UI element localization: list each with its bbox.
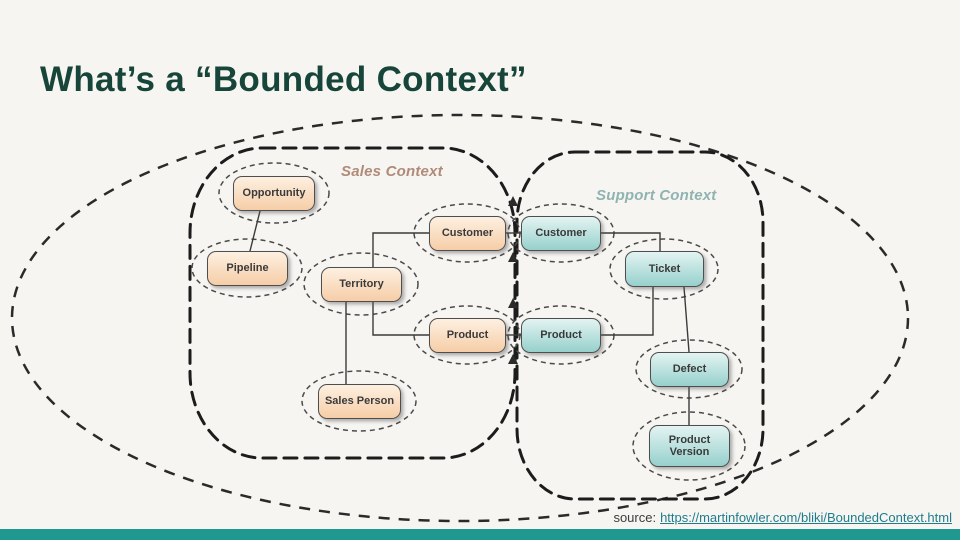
support-context-label: Support Context bbox=[596, 187, 717, 204]
bridge-arrow-icon bbox=[508, 354, 518, 364]
line-ticket-defect bbox=[683, 286, 690, 353]
bridge-arrow-icon bbox=[508, 298, 518, 308]
bridge-arrow-icon bbox=[508, 196, 518, 206]
line-customer-ticket bbox=[601, 232, 661, 251]
ticket-ellipse bbox=[609, 238, 719, 300]
sales-person-ellipse bbox=[301, 370, 417, 432]
context-bridge-arrows bbox=[508, 196, 518, 364]
source-link[interactable]: https://martinfowler.com/bliki/BoundedCo… bbox=[660, 510, 952, 525]
pipeline-ellipse bbox=[191, 238, 303, 298]
entity-opportunity: Opportunity bbox=[233, 176, 315, 211]
line-territory-product bbox=[372, 302, 429, 336]
source-label: source: bbox=[613, 510, 657, 525]
line-ticket-product bbox=[601, 287, 654, 336]
line-opportunity-pipeline bbox=[249, 210, 261, 252]
entity-product-version: Product Version bbox=[649, 425, 730, 467]
opportunity-ellipse bbox=[218, 162, 330, 224]
entity-customer-sales: Customer bbox=[429, 216, 506, 251]
line-territory-customer bbox=[372, 232, 429, 267]
slide-title: What’s a “Bounded Context” bbox=[40, 60, 527, 99]
entity-defect: Defect bbox=[650, 352, 729, 387]
outer-system-boundary-ellipse bbox=[10, 113, 910, 523]
relationship-lines bbox=[249, 210, 690, 425]
entity-territory: Territory bbox=[321, 267, 402, 302]
entity-product-sales: Product bbox=[429, 318, 506, 353]
entity-pipeline: Pipeline bbox=[207, 251, 288, 286]
sales-context-label: Sales Context bbox=[341, 163, 443, 180]
bridge-arrow-icon bbox=[508, 252, 518, 262]
product-version-ellipse bbox=[632, 411, 746, 481]
entity-product-support: Product bbox=[521, 318, 601, 353]
entity-sales-person: Sales Person bbox=[318, 384, 401, 419]
entity-ticket: Ticket bbox=[625, 251, 704, 287]
entity-customer-support: Customer bbox=[521, 216, 601, 251]
accent-bar bbox=[0, 529, 960, 540]
source-line: source:https://martinfowler.com/bliki/Bo… bbox=[613, 510, 952, 525]
sales-context-boundary bbox=[188, 146, 517, 460]
territory-ellipse bbox=[303, 252, 419, 316]
